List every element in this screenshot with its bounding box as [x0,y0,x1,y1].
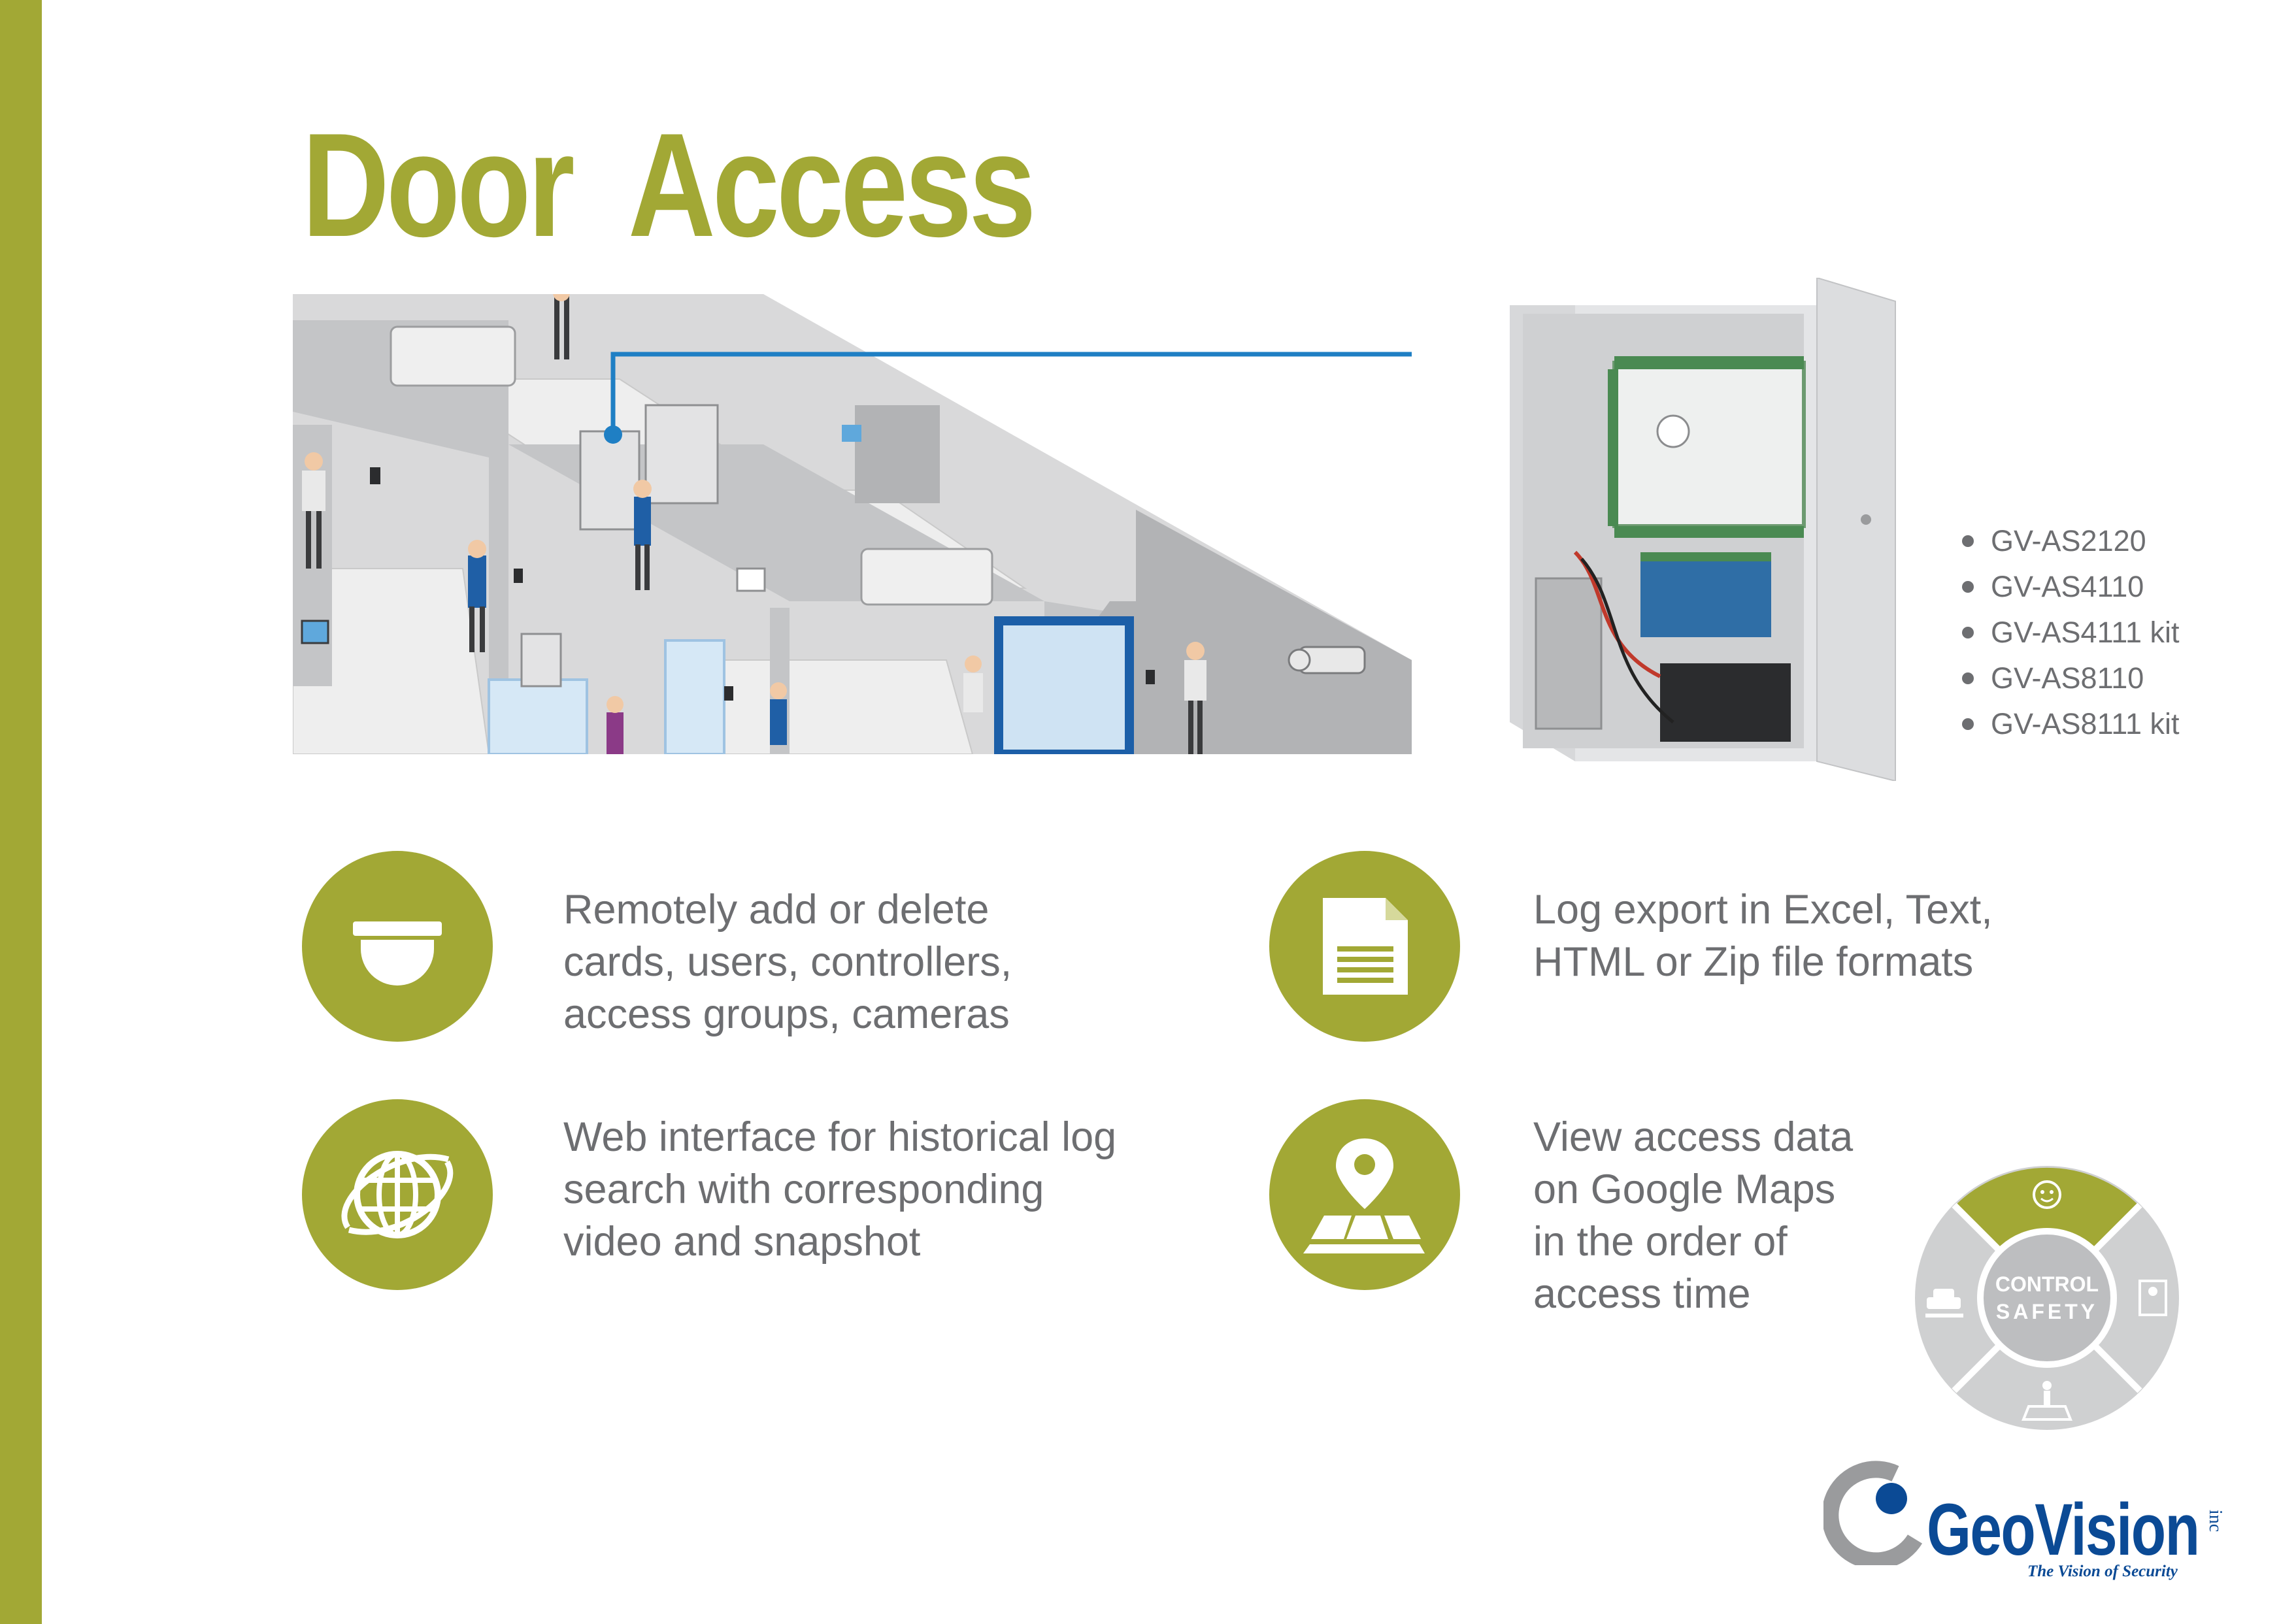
page-title: Door Access [302,102,1037,267]
logo-inc: inc [2205,1510,2225,1533]
office-illustration [293,294,1412,754]
feature-line: Web interface for historical log [563,1114,1117,1160]
feature-google-maps: View access data on Google Maps in the o… [1533,1111,1853,1320]
control-safety-badge: CONTROL SAFETY [1915,1166,2179,1430]
document-icon [1269,851,1460,1042]
feature-line: View access data [1533,1114,1854,1160]
model-item: GV-AS2120 [1959,518,2179,564]
feature-line: access groups, cameras [563,991,1010,1037]
globe-icon [302,1099,493,1290]
feature-log-export: Log export in Excel, Text, HTML or Zip f… [1533,884,1993,988]
exit-door-icon [2138,1280,2167,1316]
feature-line: on Google Maps [1533,1167,1836,1212]
feature-line: in the order of [1533,1219,1788,1265]
left-accent-bar [0,0,42,1624]
feature-line: Log export in Excel, Text, [1533,887,1993,933]
badge-line-1: CONTROL [1995,1272,2099,1296]
feature-line: HTML or Zip file formats [1533,939,1974,985]
feature-line: video and snapshot [563,1219,921,1265]
feature-line: search with corresponding [563,1167,1044,1212]
controller-cabinet [1510,278,1896,781]
geovision-logo: GeoVision inc The Vision of Security [1823,1454,2255,1598]
logo-tagline: The Vision of Security [2027,1563,2178,1580]
feature-web-interface: Web interface for historical log search … [563,1111,1116,1268]
dome-camera-icon [302,851,493,1042]
smiley-icon [2033,1180,2061,1209]
feature-remote-management: Remotely add or delete cards, users, con… [563,884,1012,1040]
model-item: GV-AS4110 [1959,564,2179,610]
model-item: GV-AS8110 [1959,655,2179,701]
geovision-logo-mark-icon [1823,1461,1923,1565]
map-pin-icon [1269,1099,1460,1290]
car-icon [1925,1289,1963,1317]
pedestrian-icon [2021,1381,2072,1421]
feature-line: access time [1533,1271,1751,1317]
logo-wordmark: GeoVision [1927,1489,2200,1570]
feature-line: cards, users, controllers, [563,939,1012,985]
model-list: GV-AS2120 GV-AS4110 GV-AS4111 kit GV-AS8… [1959,518,2179,747]
model-item: GV-AS4111 kit [1959,610,2179,655]
badge-line-2: SAFETY [1996,1300,2098,1323]
model-item: GV-AS8111 kit [1959,701,2179,747]
feature-line: Remotely add or delete [563,887,990,933]
